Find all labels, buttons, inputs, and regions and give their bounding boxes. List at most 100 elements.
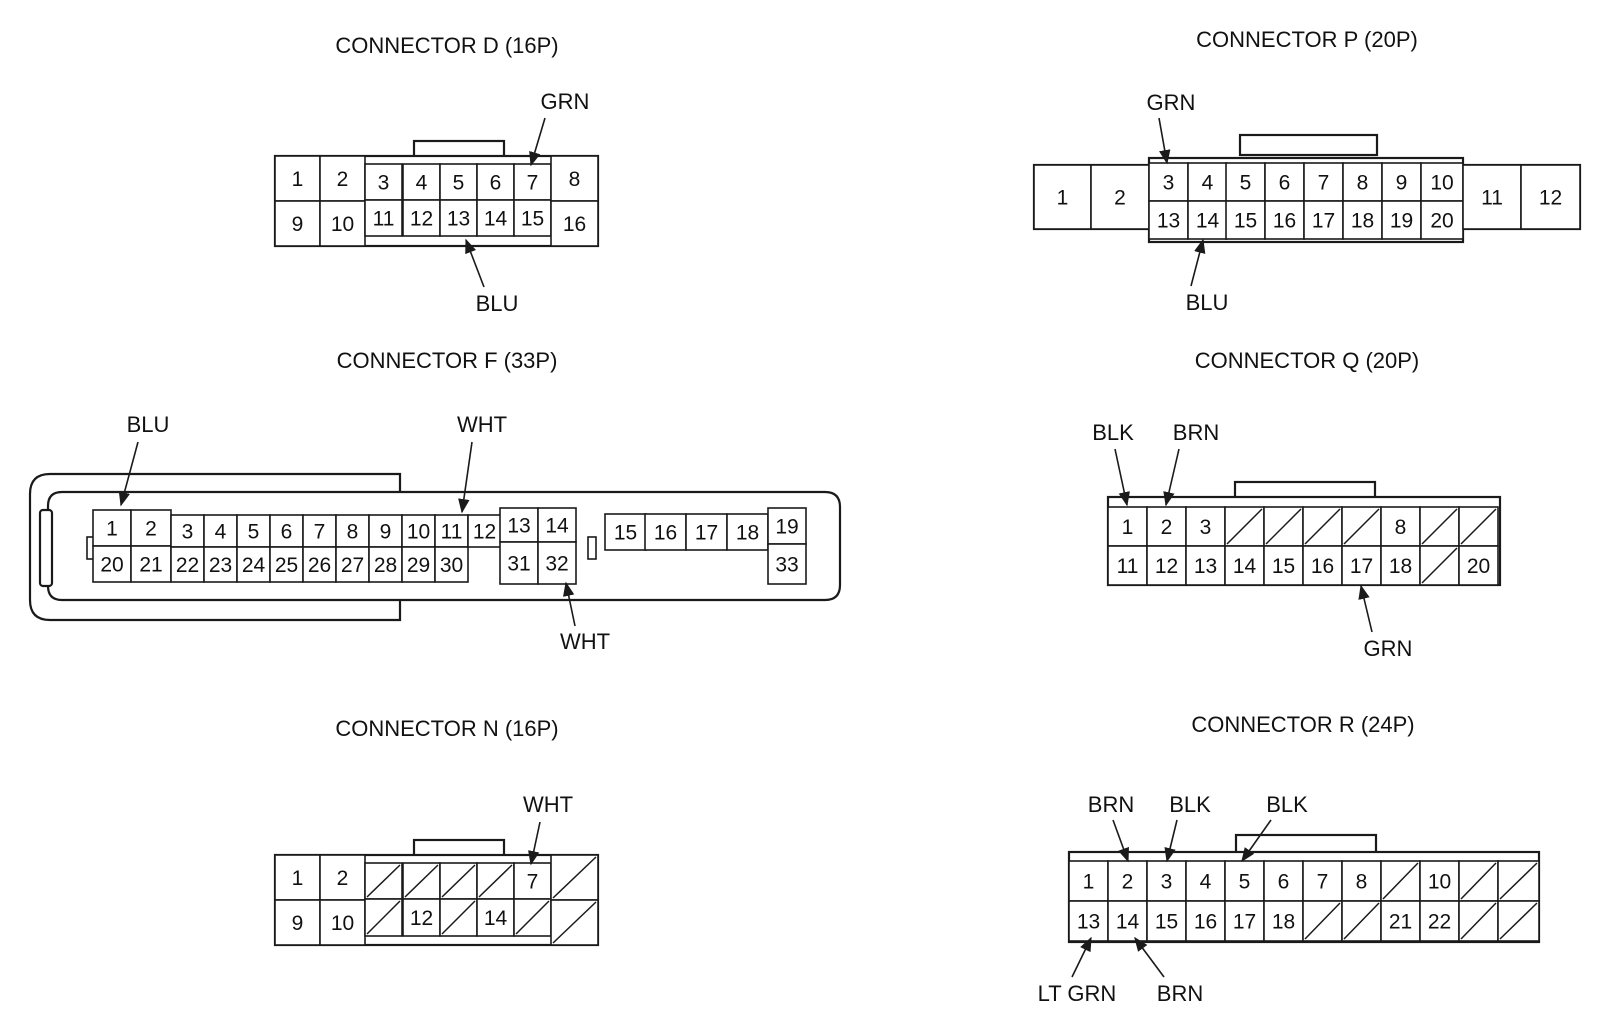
connector-n-pin-12: 12 (402, 898, 441, 937)
pin-number: 20 (100, 554, 123, 577)
pin-number: 18 (1389, 555, 1412, 578)
wire-label: BRN (1173, 420, 1219, 445)
pin-number: 9 (1396, 172, 1408, 195)
connector-f-pin-3: 3 (170, 514, 205, 548)
connector-p-pin-11: 11 (1462, 164, 1522, 230)
pin-number: 14 (1233, 555, 1257, 578)
connector-r-pin-13: 13 (1068, 900, 1109, 942)
connector-q-pin-8: 8 (1380, 506, 1421, 547)
pin-number: 9 (380, 521, 392, 544)
connector-f-pin-20: 20 (92, 545, 132, 583)
pin-number: 2 (1161, 516, 1173, 539)
connector-n-pin-2: 2 (319, 854, 366, 901)
connector-f-wire-blu: BLU (118, 412, 169, 507)
connector-d-pin-2: 2 (319, 155, 366, 202)
pin-number: 15 (614, 522, 637, 545)
pin-number: 24 (242, 554, 266, 577)
connector-p-pin-17: 17 (1303, 200, 1344, 240)
pin-number: 21 (139, 554, 162, 577)
connector-q-pin-2: 2 (1146, 506, 1187, 547)
wire-label: BLU (1186, 290, 1229, 315)
connector-f-pin-10: 10 (401, 514, 436, 548)
pin-number: 3 (182, 521, 194, 544)
pin-number: 16 (1273, 210, 1296, 233)
pin-number: 10 (331, 912, 354, 935)
connector-r-pin-16: 16 (1185, 900, 1226, 942)
pin-number: 12 (410, 208, 433, 231)
connector-f-wire-wht-11: WHT (457, 412, 507, 514)
connector-p-pin-4: 4 (1187, 162, 1228, 202)
wire-label: BLK (1266, 792, 1308, 817)
connector-f-pin-33: 33 (767, 543, 807, 585)
wire-label: BRN (1157, 981, 1203, 1006)
pin-number: 5 (1240, 172, 1252, 195)
connector-q-empty-cavity (1458, 506, 1499, 547)
connector-f-pin-23: 23 (203, 546, 238, 583)
pin-number: 17 (695, 522, 718, 545)
connector-f-pin-31: 31 (499, 541, 539, 585)
pin-number: 6 (490, 172, 502, 195)
connector-q-empty-cavity (1341, 506, 1382, 547)
connector-p-pin-1: 1 (1033, 164, 1092, 230)
pin-number: 3 (1161, 871, 1173, 894)
connector-r-pin-7: 7 (1302, 860, 1343, 902)
pin-number: 32 (545, 553, 568, 576)
connector-r-wire-ltgrn-13: LT GRN (1038, 936, 1116, 1006)
connector-f-pin-9: 9 (368, 514, 403, 548)
connector-f-pin-15: 15 (604, 513, 647, 551)
connector-f-pin-24: 24 (236, 546, 271, 583)
connector-f-pin-30: 30 (434, 546, 469, 583)
connector-f-pin-19: 19 (767, 507, 807, 545)
wire-label: GRN (1364, 636, 1413, 661)
pin-number: 1 (106, 518, 118, 541)
pin-number: 16 (1194, 911, 1217, 934)
connector-f-pin-8: 8 (335, 514, 370, 548)
connector-r-pin-10: 10 (1419, 860, 1460, 902)
connector-f-pin-6: 6 (269, 514, 304, 548)
connector-r-pin-21: 21 (1380, 900, 1421, 942)
connector-f-pin-4: 4 (203, 514, 238, 548)
connector-d-pin-6: 6 (476, 163, 515, 201)
connector-q-wire-grn: GRN (1358, 584, 1413, 661)
pin-number: 2 (1114, 187, 1126, 210)
connector-n-empty-cavity (439, 898, 478, 937)
pin-number: 19 (775, 516, 798, 539)
pin-number: 4 (1202, 172, 1214, 195)
pin-number: 16 (654, 522, 677, 545)
connector-q-empty-cavity (1419, 545, 1460, 586)
connector-d-title: CONNECTOR D (16P) (335, 33, 558, 58)
pin-number: 1 (1057, 187, 1069, 210)
connector-p-pin-10: 10 (1420, 162, 1464, 202)
pin-number: 14 (1116, 911, 1140, 934)
connector-f-pin-5: 5 (236, 514, 271, 548)
wire-label: BRN (1088, 792, 1134, 817)
connector-f-pin-32: 32 (537, 541, 577, 585)
pin-number: 28 (374, 554, 397, 577)
pin-number: 18 (1351, 210, 1374, 233)
connector-n-empty-cavity (439, 862, 478, 900)
pin-number: 2 (337, 867, 349, 890)
pin-number: 12 (1155, 555, 1178, 578)
connector-p-pin-13: 13 (1148, 200, 1189, 240)
connector-f-pin-18: 18 (726, 513, 769, 551)
pin-number: 19 (1390, 210, 1413, 233)
pin-number: 22 (176, 554, 199, 577)
connector-p-pin-14: 14 (1187, 200, 1228, 240)
connector-r-empty-cavity (1497, 900, 1540, 942)
pin-number: 10 (1428, 871, 1451, 894)
connector-f-pin-22: 22 (170, 546, 205, 583)
connector-n-pin-10: 10 (319, 899, 366, 946)
wire-label: GRN (1147, 90, 1196, 115)
pin-number: 8 (1357, 172, 1369, 195)
pin-number: 9 (292, 912, 304, 935)
pin-number: 5 (1239, 871, 1251, 894)
connector-f-pin-16: 16 (644, 513, 687, 551)
connector-d-pin-8: 8 (550, 155, 599, 202)
pin-number: 21 (1389, 911, 1412, 934)
connector-q-empty-cavity (1263, 506, 1304, 547)
pin-number: 15 (1272, 555, 1295, 578)
connector-q-pin-20: 20 (1458, 545, 1499, 586)
connector-r-pin-22: 22 (1419, 900, 1460, 942)
